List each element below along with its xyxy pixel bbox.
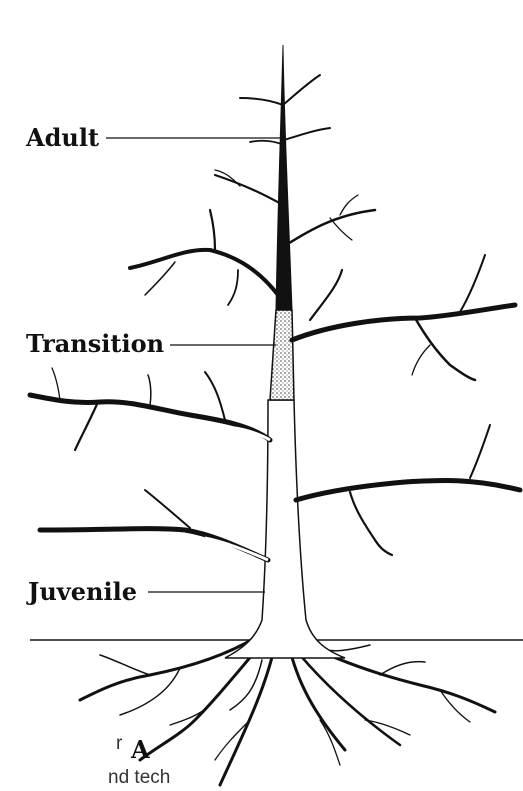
mid-right-branch xyxy=(292,255,515,380)
caption-fragment-line2: nd tech xyxy=(108,768,170,788)
lower-left-branch xyxy=(30,368,270,450)
transition-label: Transition xyxy=(26,329,164,358)
adult-branches xyxy=(215,75,375,245)
panel-letter: A xyxy=(130,735,150,764)
bottom-left-branch xyxy=(40,490,268,560)
trunk-adult xyxy=(276,45,292,310)
juvenile-label: Juvenile xyxy=(26,577,137,606)
adult-label: Adult xyxy=(25,123,99,152)
trunk-transition xyxy=(270,310,294,400)
mid-left-branch xyxy=(130,210,278,305)
trunk-juvenile xyxy=(225,400,345,658)
bottom-left-branch-light xyxy=(205,538,268,560)
lower-right-branch xyxy=(296,425,520,555)
caption-fragment-line1: r xyxy=(116,734,122,754)
